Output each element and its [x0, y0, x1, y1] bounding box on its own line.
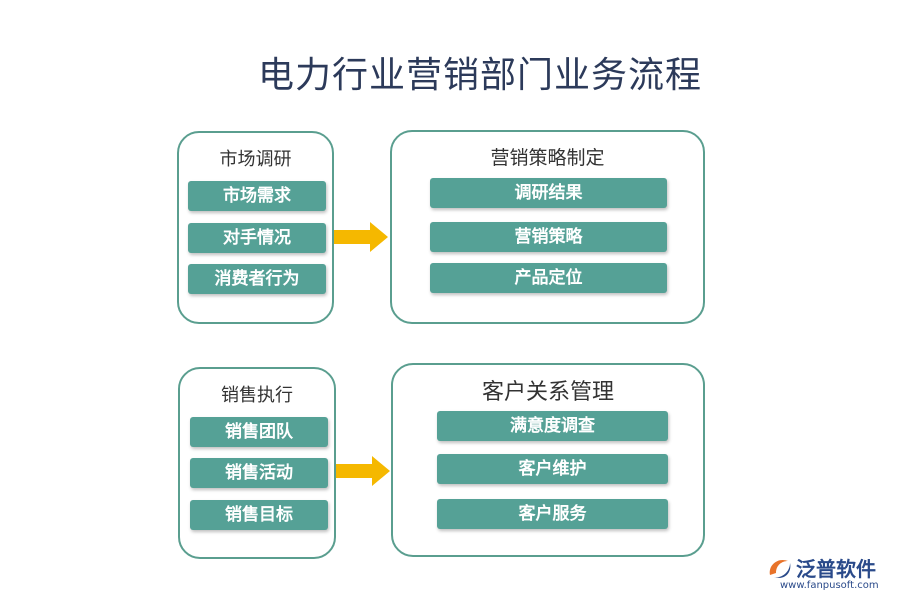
page-title: 电力行业营销部门业务流程	[257, 55, 702, 96]
box-title: 销售执行	[221, 385, 293, 406]
fanpu-logo: 泛普软件 www.fanpusoft.com	[766, 553, 896, 597]
flow-item: 市场需求	[188, 181, 326, 211]
box-title: 营销策略制定	[490, 147, 605, 169]
arrow-right-icon	[334, 222, 388, 252]
box-title: 市场调研	[219, 149, 292, 170]
flow-item: 满意度调查	[437, 411, 668, 441]
flow-item: 客户服务	[437, 499, 668, 529]
arrow-right-icon	[336, 456, 390, 486]
flow-item: 对手情况	[188, 223, 326, 253]
flow-item: 客户维护	[437, 454, 668, 484]
flow-item: 消费者行为	[188, 264, 326, 294]
flow-item: 调研结果	[430, 178, 667, 208]
sales-execution-box: 销售执行 销售团队 销售活动 销售目标	[178, 367, 336, 559]
flow-item: 销售目标	[190, 500, 328, 530]
fanpu-logo-icon	[769, 559, 791, 578]
flow-item: 销售团队	[190, 417, 328, 447]
flow-item: 销售活动	[190, 458, 328, 488]
logo-url: www.fanpusoft.com	[780, 580, 879, 591]
flow-item: 产品定位	[430, 263, 667, 293]
customer-relationship-box: 客户关系管理 满意度调查 客户维护 客户服务	[391, 363, 705, 557]
marketing-strategy-box: 营销策略制定 调研结果 营销策略 产品定位	[390, 130, 705, 324]
market-research-box: 市场调研 市场需求 对手情况 消费者行为	[177, 131, 334, 324]
flow-item: 营销策略	[430, 222, 667, 252]
logo-name: 泛普软件	[796, 557, 876, 581]
box-title: 客户关系管理	[481, 380, 614, 405]
